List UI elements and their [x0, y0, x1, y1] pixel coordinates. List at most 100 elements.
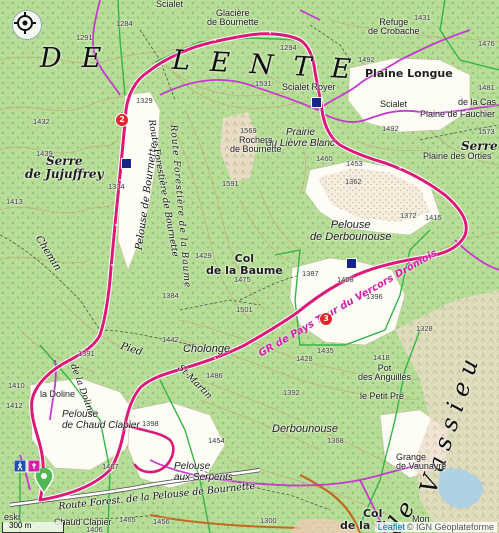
region-label-de: DE: [40, 43, 122, 74]
crosshair-icon: [14, 12, 36, 34]
footpaths: [0, 24, 499, 521]
elevation-label: 1456: [153, 517, 170, 526]
elevation-label: 1454: [208, 436, 225, 445]
elevation-label: 1372: [400, 211, 417, 220]
elevation-label: 1368: [327, 436, 344, 445]
info-point-icon[interactable]: [311, 97, 322, 108]
start-marker-icon[interactable]: [34, 468, 54, 494]
elevation-label: 1486: [206, 371, 223, 380]
elevation-label: 1428: [296, 354, 313, 363]
place-serre-right: Serre: [461, 139, 498, 153]
elevation-label: 1435: [317, 346, 334, 355]
elevation-label: 1412: [6, 401, 23, 410]
elevation-label: 1410: [8, 381, 25, 390]
place-mon: Mon: [412, 514, 430, 524]
place-petit-pre: le Petit Pré: [360, 391, 405, 401]
elevation-label: 1415: [425, 213, 442, 222]
elevation-label: 1460: [316, 154, 333, 163]
elevation-label: 1408: [337, 275, 354, 284]
hiking-route: [29, 31, 469, 503]
rock-area: [220, 112, 258, 182]
scale-bar: 300 m: [2, 521, 64, 533]
elevation-label: 1406: [86, 525, 103, 533]
locate-control[interactable]: [12, 10, 42, 40]
elevation-label: 1362: [345, 177, 362, 186]
elevation-label: 1465: [119, 515, 136, 524]
elevation-label: 1475: [234, 275, 251, 284]
scale-label: 300 m: [9, 521, 32, 530]
elevation-label: 1467: [102, 462, 119, 471]
elevation-label: 1294: [280, 43, 297, 52]
elevation-label: 1284: [116, 19, 133, 28]
elevation-label: 1492: [358, 55, 375, 64]
elevation-label: 1392: [283, 388, 300, 397]
elevation-label: 1431: [414, 13, 431, 22]
place-scialet-right: Scialet: [380, 99, 408, 109]
elevation-label: 1531: [255, 79, 272, 88]
place-cholonge: Cholonge: [183, 343, 231, 355]
elevation-label: 1439: [36, 149, 53, 158]
elevation-label: 1398: [142, 419, 159, 428]
elevation-label: 1334: [108, 182, 125, 191]
waypoint-marker-3[interactable]: 3: [319, 312, 333, 326]
elevation-label: 1418: [373, 353, 390, 362]
place-derbounouse: Derbounouse: [272, 423, 339, 435]
elevation-label: 1387: [302, 269, 319, 278]
elevation-label: 1300: [260, 516, 277, 525]
info-point-icon[interactable]: [121, 158, 132, 169]
elevation-label: 1384: [162, 291, 179, 300]
place-la-doline: la Doline: [40, 389, 76, 399]
contour-lines: [0, 19, 499, 521]
place-plaine-orties: Plaine des Orties: [423, 151, 492, 161]
elevation-label: 1481: [478, 83, 495, 92]
elevation-label: 1291: [76, 33, 93, 42]
hiker-icon: [14, 460, 40, 473]
info-point-icon[interactable]: [346, 258, 357, 269]
built-area: [290, 518, 360, 533]
scree-area: [318, 168, 430, 222]
place-la-cas: de la Cas: [458, 97, 497, 107]
elevation-label: 1476: [478, 39, 495, 48]
elevation-label: 1569: [240, 126, 257, 135]
elevation-label: 1573: [478, 127, 495, 136]
route-direction-ticks: [111, 32, 401, 359]
elevation-label: 1492: [382, 124, 399, 133]
map-attribution: Leaflet© IGN Géoplateforme: [374, 522, 497, 532]
elevation-label: 1442: [162, 335, 179, 344]
elevation-label: 1413: [6, 197, 23, 206]
place-plaine-longue: Plaine Longue: [365, 67, 453, 80]
leaflet-link[interactable]: Leaflet: [377, 522, 405, 532]
elevation-label: 1432: [33, 117, 50, 126]
elevation-label: 1328: [416, 324, 433, 333]
elevation-label: 1591: [222, 179, 239, 188]
ign-credit: © IGN Géoplateforme: [406, 522, 494, 532]
place-scialet-top: Scialet: [156, 0, 184, 9]
elevation-label: 1391: [78, 349, 95, 358]
place-eski: eski: [4, 512, 21, 522]
elevation-label: 1453: [346, 159, 363, 168]
place-chaud-clapier: Chaud Clapier: [54, 517, 112, 527]
elevation-label: 1396: [366, 292, 383, 301]
elevation-label: 1501: [236, 305, 253, 314]
elevation-label: 1429: [195, 251, 212, 260]
place-plaine-fauchier: Plaine de Fauchier: [420, 109, 496, 119]
water-area: [438, 468, 483, 509]
waypoint-marker-2[interactable]: 2: [115, 113, 129, 127]
place-scialet-royer: Scialet Royer: [282, 82, 336, 92]
gr-trails: [19, 0, 499, 533]
elevation-label: 1329: [136, 96, 153, 105]
